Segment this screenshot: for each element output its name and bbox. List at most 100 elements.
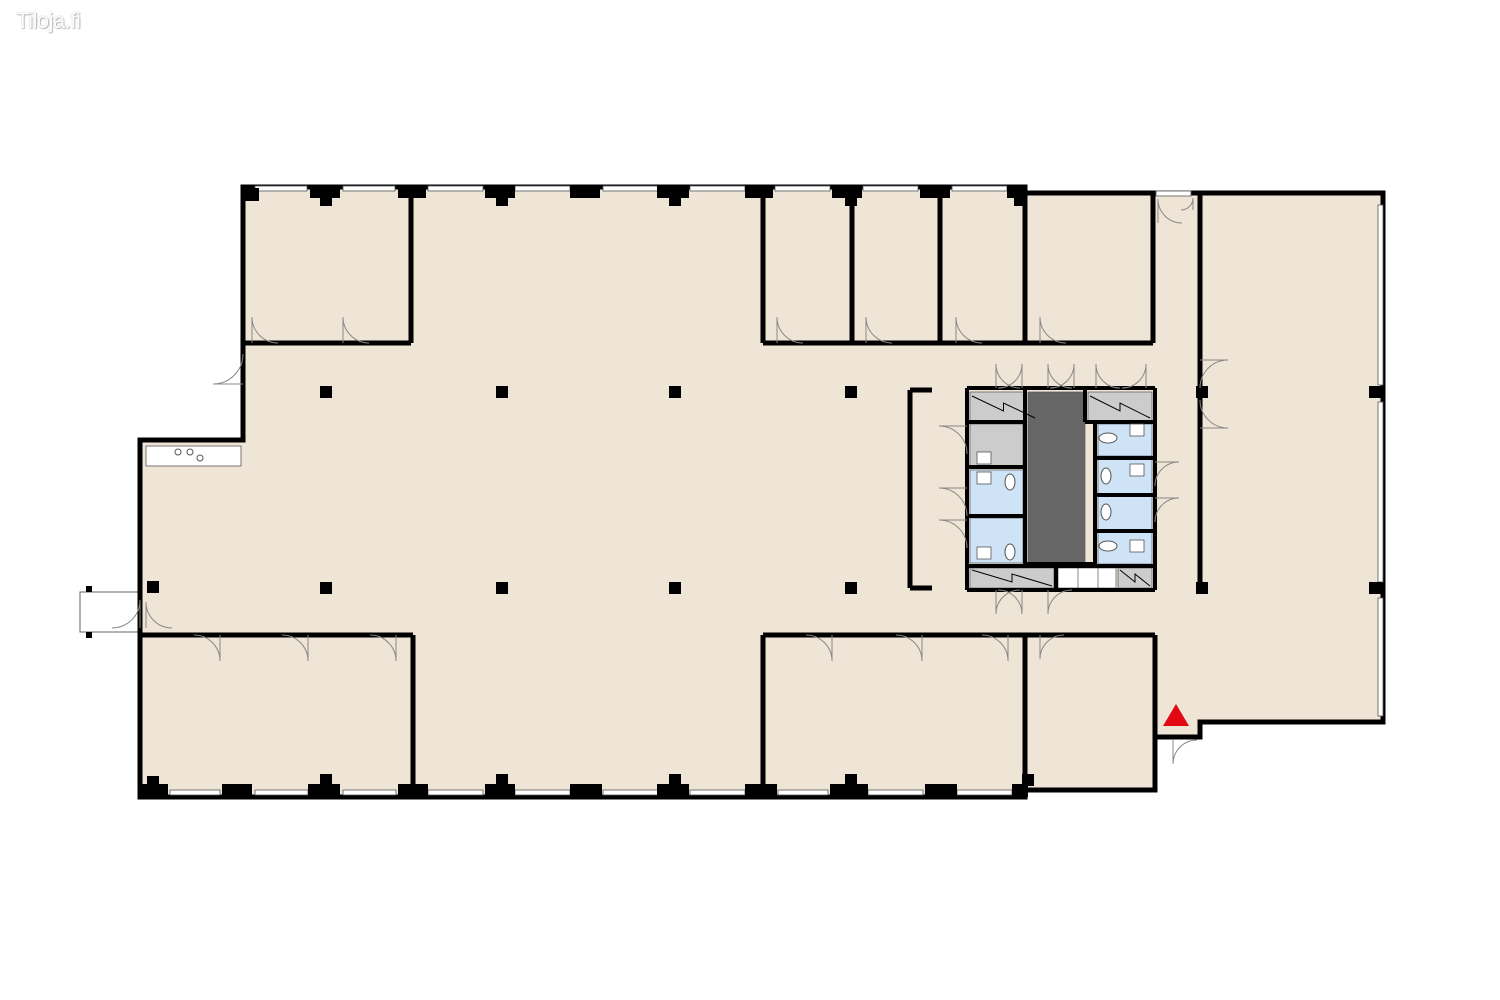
wall-pier bbox=[86, 632, 92, 638]
wall-pier bbox=[1012, 784, 1028, 797]
window bbox=[514, 789, 571, 796]
doors bbox=[111, 197, 1229, 765]
sink-icon bbox=[174, 448, 182, 456]
sink-icon bbox=[976, 471, 992, 485]
door-swing-icon bbox=[1121, 363, 1147, 389]
column bbox=[320, 774, 332, 786]
window bbox=[254, 185, 308, 192]
sink-icon bbox=[1129, 423, 1145, 437]
stairs-icon bbox=[1119, 569, 1151, 587]
window bbox=[514, 185, 571, 192]
column bbox=[320, 582, 332, 594]
wall-pier bbox=[657, 784, 689, 797]
toilet-icon bbox=[1098, 540, 1118, 552]
sink-icon bbox=[976, 546, 992, 560]
window bbox=[169, 789, 221, 796]
entrance-vestibule bbox=[79, 591, 141, 633]
wall-pier bbox=[310, 185, 340, 198]
wall-pier bbox=[570, 185, 600, 198]
door-swing-icon bbox=[1199, 359, 1229, 389]
door-swing-icon bbox=[1039, 316, 1067, 344]
door-swing-icon bbox=[1154, 497, 1180, 523]
door-swing-icon bbox=[805, 634, 833, 662]
window bbox=[1377, 401, 1384, 583]
sink-icon bbox=[196, 454, 204, 462]
window bbox=[689, 789, 746, 796]
wall-pier bbox=[1007, 185, 1027, 198]
window bbox=[602, 185, 659, 192]
sink-icon bbox=[1129, 463, 1145, 477]
column bbox=[845, 386, 857, 398]
door-swing-icon bbox=[995, 363, 1021, 389]
floor-area bbox=[79, 187, 1383, 797]
door-swing-icon bbox=[193, 634, 221, 662]
windows bbox=[169, 185, 1384, 796]
door-swing-icon bbox=[1095, 363, 1121, 389]
wall-pier bbox=[140, 784, 168, 797]
wall-pier bbox=[832, 185, 862, 198]
window bbox=[342, 185, 396, 192]
column bbox=[1369, 582, 1381, 594]
door-swing-icon bbox=[251, 316, 279, 344]
wall-pier bbox=[398, 784, 428, 797]
wall-pier bbox=[222, 784, 252, 797]
fixtures bbox=[145, 423, 1145, 561]
toilet-icon bbox=[1004, 543, 1016, 561]
window bbox=[862, 185, 919, 192]
column bbox=[320, 386, 332, 398]
window bbox=[1155, 190, 1192, 197]
door-swing-icon bbox=[1049, 363, 1075, 389]
wall-pier bbox=[745, 784, 777, 797]
window bbox=[867, 789, 924, 796]
toilet-icon bbox=[1004, 473, 1016, 491]
window bbox=[689, 185, 746, 192]
stairs-icon bbox=[1089, 395, 1151, 419]
window bbox=[956, 789, 1013, 796]
wall-pier bbox=[485, 784, 515, 797]
door-swing-icon bbox=[955, 316, 983, 344]
column bbox=[496, 774, 508, 786]
window bbox=[342, 789, 397, 796]
core-room bbox=[1027, 391, 1086, 565]
core-room bbox=[1087, 391, 1153, 423]
window bbox=[427, 185, 484, 192]
walls bbox=[86, 184, 1386, 800]
sink-icon bbox=[1100, 503, 1112, 521]
sink-icon bbox=[976, 451, 992, 465]
wall-pier bbox=[830, 784, 868, 797]
door-swing-icon bbox=[1154, 461, 1180, 487]
door-swing-icon bbox=[1199, 399, 1229, 429]
sink-icon bbox=[1100, 467, 1112, 485]
wall-pier bbox=[657, 185, 689, 198]
stairs-icon bbox=[971, 569, 1053, 587]
sink-icon bbox=[186, 448, 194, 456]
wall-pier bbox=[243, 188, 259, 201]
sink-icon bbox=[1129, 539, 1145, 553]
wall-pier bbox=[86, 586, 92, 592]
column bbox=[669, 386, 681, 398]
window bbox=[1377, 597, 1384, 717]
door-swing-icon bbox=[1039, 634, 1065, 660]
door-swing-icon bbox=[938, 487, 968, 517]
column bbox=[1022, 774, 1034, 786]
floor-fill bbox=[140, 187, 1383, 797]
column bbox=[669, 582, 681, 594]
column bbox=[496, 582, 508, 594]
wall-pier bbox=[570, 784, 602, 797]
column bbox=[1369, 386, 1381, 398]
wall-pier bbox=[745, 185, 773, 198]
door-swing-icon bbox=[111, 599, 141, 629]
column bbox=[845, 582, 857, 594]
door-swing-icon bbox=[938, 425, 968, 455]
wall-pier bbox=[308, 784, 340, 797]
window bbox=[1377, 204, 1384, 386]
wall-pier bbox=[485, 185, 515, 198]
column bbox=[669, 774, 681, 786]
door-swing-icon bbox=[1157, 198, 1183, 224]
watermark-logo: Tiloja.fi bbox=[16, 8, 81, 33]
door-swing-icon bbox=[369, 634, 397, 662]
window bbox=[427, 789, 484, 796]
door-swing-icon bbox=[145, 601, 173, 629]
